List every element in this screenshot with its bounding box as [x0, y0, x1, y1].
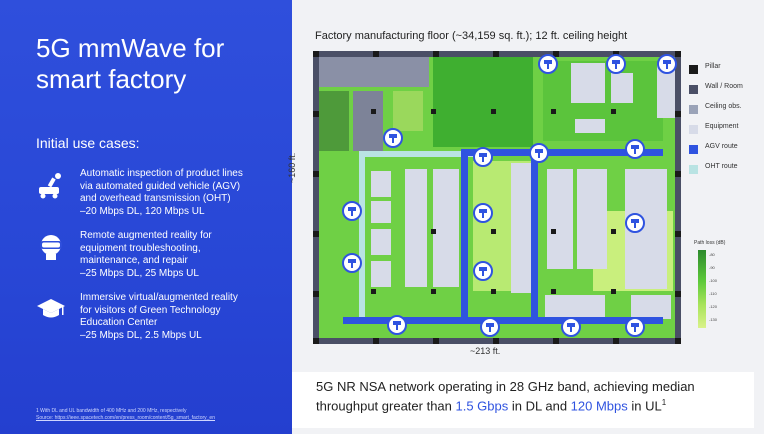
- coverage-patch: [393, 91, 423, 131]
- dl-throughput-value: 1.5 Gbps: [455, 398, 509, 414]
- legend-label: Ceiling obs.: [705, 103, 742, 110]
- legend-label: Pillar: [705, 63, 721, 70]
- use-case-vr-text: Immersive virtual/augmented reality for …: [80, 292, 285, 342]
- pathloss-tick: -80: [709, 252, 715, 257]
- legend-label: AGV route: [705, 143, 738, 150]
- oht-route: [359, 151, 479, 321]
- vr-headset-icon: [40, 235, 62, 260]
- coverage-weak: [319, 91, 349, 151]
- legend-swatch: [689, 125, 698, 134]
- pathloss-ticks: -80 -90 -100 -110 -120 -130: [709, 248, 717, 326]
- access-point-marker: [625, 139, 645, 159]
- left-panel: 5G mmWave for smart factory Initial use …: [0, 0, 292, 434]
- use-case-ar-text: Remote augmented reality for equipment t…: [80, 230, 285, 280]
- use-case-agv-line-2: via automated guided vehicle (AGV): [80, 180, 241, 192]
- use-case-agv-line-3: and overhead transmission (OHT): [80, 193, 231, 204]
- pillars: [313, 51, 681, 344]
- use-case-ar-rate: –25 Mbps DL, 25 Mbps UL: [80, 267, 199, 279]
- pathloss-tick: -100: [709, 278, 718, 283]
- pathloss-title: Path loss (dB): [694, 240, 726, 246]
- access-point-marker: [561, 317, 581, 337]
- pathloss-scale: Path loss (dB) -80 -90 -100 -110 -120 -1…: [694, 240, 754, 328]
- access-point-marker: [606, 54, 626, 74]
- access-point-marker: [473, 147, 493, 167]
- legend-item: Wall / Room: [689, 82, 759, 102]
- access-point-marker: [383, 128, 403, 148]
- access-point-marker: [342, 253, 362, 273]
- graduation-cap-icon: [37, 299, 65, 318]
- coverage-strong: [433, 57, 533, 147]
- title-line-2: smart factory: [36, 64, 187, 94]
- footnote-marker: 1: [661, 398, 667, 407]
- footnote-source-link[interactable]: Source: https://ieee.spacetech.com/en/pr…: [36, 415, 215, 421]
- legend-swatch: [689, 165, 698, 174]
- use-case-agv-line-1: Automatic inspection of product lines: [80, 168, 243, 179]
- caption-text: in UL: [627, 398, 662, 414]
- use-case-ar-line-1: Remote augmented reality for: [80, 230, 212, 241]
- slide-title: 5G mmWave for smart factory: [36, 33, 276, 95]
- caption-line-2: throughput greater than 1.5 Gbps in DL a…: [316, 398, 666, 413]
- legend-item: Equipment: [689, 122, 759, 142]
- use-case-agv-rate: –20 Mbps DL, 120 Mbps UL: [80, 205, 205, 217]
- map-width-label: ~213 ft.: [470, 346, 501, 356]
- factory-floor-map: [313, 51, 681, 344]
- pathloss-tick: -120: [709, 304, 718, 309]
- legend-swatch: [689, 65, 698, 74]
- agv-route: [343, 149, 663, 324]
- access-points: [342, 54, 677, 337]
- map-height-label: ~160 ft.: [287, 152, 297, 183]
- use-case-agv-text: Automatic inspection of product lines vi…: [80, 168, 285, 218]
- room-area: [353, 91, 383, 151]
- legend-swatch: [689, 145, 698, 154]
- use-case-vr-line-2: for visitors of Green Technology: [80, 304, 221, 316]
- legend-item: Ceiling obs.: [689, 102, 759, 122]
- footnote-text: 1 With DL and UL bandwidth of 400 MHz an…: [36, 408, 187, 414]
- use-case-vr-rate: –25 Mbps DL, 2.5 Mbps UL: [80, 329, 202, 341]
- slide-subtitle: Initial use cases:: [36, 135, 140, 151]
- use-case-ar-line-2: equipment troubleshooting,: [80, 242, 201, 254]
- access-point-marker: [473, 261, 493, 281]
- map-legend: Pillar Wall / Room Ceiling obs. Equipmen…: [689, 62, 759, 182]
- legend-item: Pillar: [689, 62, 759, 82]
- use-case-ar-line-3: maintenance, and repair: [80, 255, 188, 266]
- footnote: 1 With DL and UL bandwidth of 400 MHz an…: [36, 408, 286, 422]
- access-point-marker: [529, 143, 549, 163]
- use-case-vr-line-1: Immersive virtual/augmented reality: [80, 292, 238, 303]
- legend-item: OHT route: [689, 162, 759, 182]
- access-point-marker: [625, 213, 645, 233]
- title-line-1: 5G mmWave for: [36, 33, 225, 63]
- legend-swatch: [689, 85, 698, 94]
- caption-text: throughput greater than: [316, 398, 456, 414]
- access-point-marker: [538, 54, 558, 74]
- access-point-marker: [625, 317, 645, 337]
- legend-label: Equipment: [705, 123, 739, 130]
- map-title: Factory manufacturing floor (~34,159 sq.…: [315, 30, 628, 42]
- caption-box: 5G NR NSA network operating in 28 GHz ba…: [292, 372, 754, 428]
- access-point-marker: [342, 201, 362, 221]
- access-point-marker: [387, 315, 407, 335]
- access-point-marker: [480, 317, 500, 337]
- legend-swatch: [689, 105, 698, 114]
- pathloss-tick: -130: [709, 317, 718, 322]
- caption-line-1: 5G NR NSA network operating in 28 GHz ba…: [316, 379, 695, 394]
- caption-text: in DL and: [508, 398, 571, 414]
- use-case-vr-line-3: Education Center: [80, 317, 158, 328]
- legend-label: OHT route: [705, 163, 738, 170]
- legend-label: Wall / Room: [705, 83, 743, 90]
- access-point-marker: [657, 54, 677, 74]
- ceiling-obs-area: [319, 57, 429, 87]
- pathloss-tick: -90: [709, 265, 715, 270]
- legend-item: AGV route: [689, 142, 759, 162]
- pathloss-colorbar: [698, 250, 706, 328]
- access-point-marker: [473, 203, 493, 223]
- pathloss-tick: -110: [709, 291, 717, 296]
- ul-throughput-value: 120 Mbps: [570, 398, 628, 414]
- robot-icon: [39, 173, 61, 199]
